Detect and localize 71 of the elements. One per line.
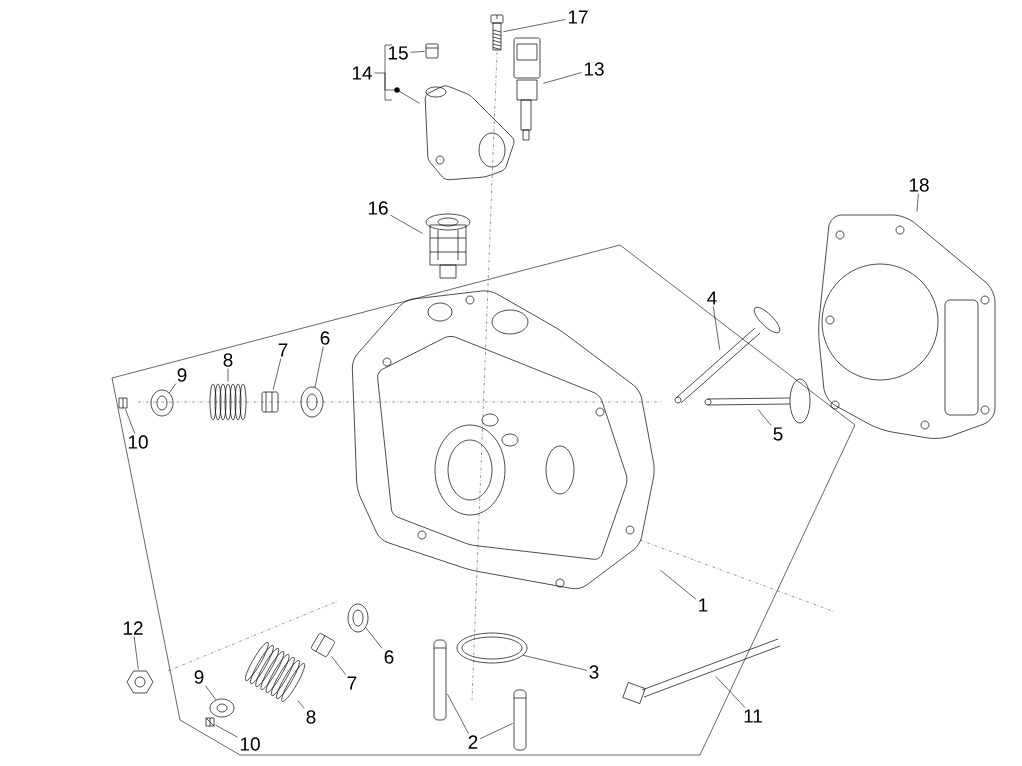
spring-drawing bbox=[209, 383, 247, 421]
leader-line bbox=[757, 409, 772, 426]
callout-number: 5 bbox=[773, 427, 783, 441]
leader-line bbox=[660, 569, 697, 600]
callout-number: 1 bbox=[699, 598, 708, 612]
callout-number: 9 bbox=[194, 670, 204, 684]
callout-number: 7 bbox=[347, 676, 357, 690]
valve-seal-drawing bbox=[311, 633, 335, 657]
leader-line bbox=[543, 72, 582, 84]
valve-keeper-drawing bbox=[205, 717, 215, 727]
leader-line bbox=[205, 685, 217, 701]
callout-number: 17 bbox=[568, 10, 588, 24]
leader-line bbox=[331, 656, 346, 675]
dowel-pin-drawing bbox=[513, 689, 527, 751]
callout-number: 10 bbox=[128, 435, 148, 449]
sensor-drawing bbox=[513, 37, 541, 141]
callout-number: 7 bbox=[278, 343, 288, 357]
leader-line bbox=[169, 383, 177, 394]
leader-line bbox=[916, 193, 919, 212]
spring-cap bbox=[150, 389, 174, 417]
cap-drawing bbox=[425, 43, 439, 59]
leader-line bbox=[447, 693, 469, 734]
leader-line bbox=[297, 700, 305, 709]
dowel-pin-drawing bbox=[433, 639, 447, 721]
callout-number: 4 bbox=[707, 291, 717, 305]
gasket-drawing bbox=[818, 214, 996, 439]
bolt-drawing bbox=[622, 638, 781, 704]
cylinder-head-drawing bbox=[351, 290, 655, 590]
spring-drawing bbox=[244, 642, 306, 702]
leader-line bbox=[272, 358, 282, 390]
leader-line bbox=[314, 346, 324, 388]
callout-number: 15 bbox=[388, 46, 408, 60]
callout-number: 11 bbox=[744, 709, 762, 723]
callout-number: 18 bbox=[909, 178, 929, 192]
leader-line bbox=[390, 214, 423, 234]
o-ring bbox=[456, 632, 528, 664]
callout-number: 6 bbox=[320, 331, 330, 345]
valve-keeper-drawing bbox=[118, 397, 128, 409]
nut-drawing bbox=[126, 670, 154, 694]
spring-cap bbox=[209, 698, 235, 718]
leader-line bbox=[479, 723, 513, 739]
callout-number: 3 bbox=[589, 665, 599, 679]
valve-drawing bbox=[704, 378, 811, 424]
callout-number: 10 bbox=[240, 737, 260, 751]
leader-line bbox=[227, 368, 229, 382]
callout-number: 14 bbox=[352, 66, 372, 80]
screw-drawing bbox=[490, 14, 504, 51]
leader-line bbox=[522, 655, 588, 671]
leader-line bbox=[125, 409, 135, 434]
thermostat-drawing bbox=[425, 213, 471, 279]
callout-number: 12 bbox=[123, 621, 143, 635]
callout-number: 8 bbox=[223, 353, 233, 367]
callout-number: 6 bbox=[384, 650, 394, 664]
valve-seal-drawing bbox=[261, 391, 279, 413]
leader-line bbox=[715, 676, 746, 708]
thermostat-housing-drawing bbox=[424, 85, 515, 181]
leader-line bbox=[365, 627, 383, 649]
callout-number: 9 bbox=[177, 368, 187, 382]
leader-line bbox=[712, 306, 720, 350]
leader-line bbox=[410, 51, 425, 53]
callout-number: 2 bbox=[468, 735, 478, 749]
washer bbox=[300, 386, 324, 418]
washer bbox=[347, 603, 369, 633]
callout-number: 13 bbox=[584, 62, 604, 76]
leader-line bbox=[503, 19, 566, 33]
leader-line bbox=[215, 724, 238, 738]
callout-number: 16 bbox=[368, 201, 388, 215]
callout-number: 8 bbox=[306, 710, 316, 724]
valve-drawing bbox=[674, 306, 781, 404]
leader-line bbox=[374, 72, 420, 104]
leader-line bbox=[133, 636, 139, 670]
